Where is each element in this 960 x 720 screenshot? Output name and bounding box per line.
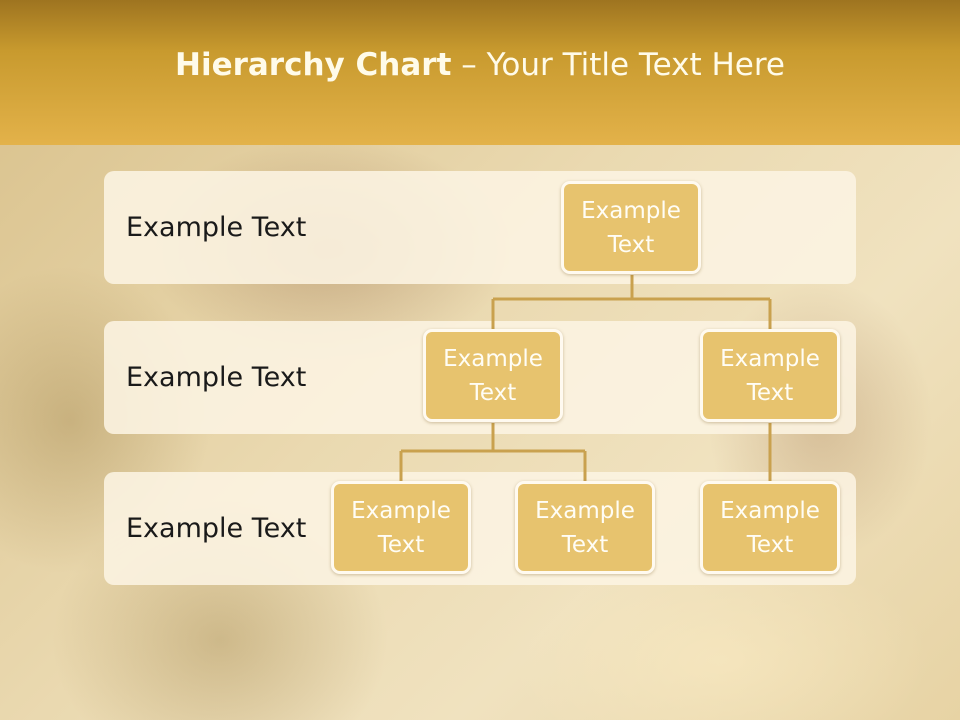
node-mid-left[interactable]: Example Text [423,329,563,422]
level-label-1: Example Text [126,212,307,243]
node-bottom-right[interactable]: Example Text [700,481,840,574]
node-root[interactable]: Example Text [561,181,701,274]
title-bold: Hierarchy Chart [175,46,452,83]
node-bottom-left[interactable]: Example Text [331,481,471,574]
title-rest: – Your Title Text Here [451,46,785,83]
level-label-2: Example Text [126,362,307,393]
node-mid-right[interactable]: Example Text [700,329,840,422]
node-bottom-center[interactable]: Example Text [515,481,655,574]
level-band-1: Example Text [104,171,856,284]
title-bar: Hierarchy Chart – Your Title Text Here [0,0,960,145]
level-label-3: Example Text [126,513,307,544]
page-title: Hierarchy Chart – Your Title Text Here [175,47,785,83]
